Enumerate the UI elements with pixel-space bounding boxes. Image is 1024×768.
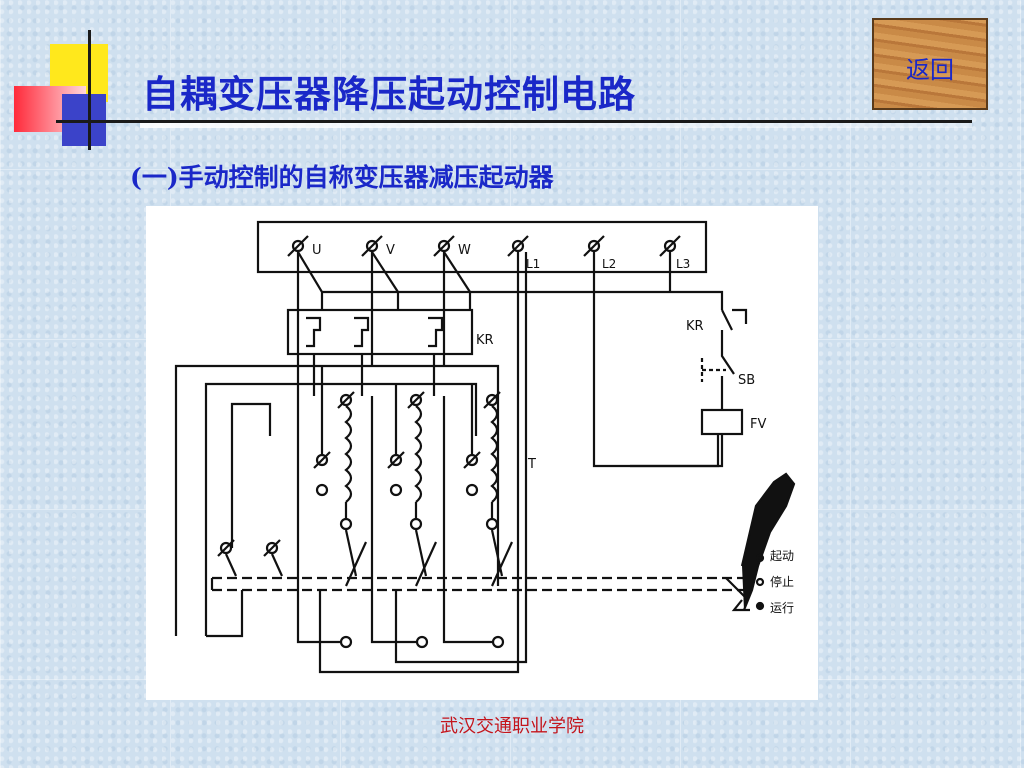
- terminal-w: W: [433, 235, 471, 258]
- svg-text:起动: 起动: [770, 549, 794, 563]
- back-button[interactable]: 返回: [872, 18, 988, 110]
- svg-text:SB: SB: [738, 373, 755, 388]
- svg-text:U: U: [312, 243, 322, 258]
- svg-text:停止: 停止: [770, 574, 794, 589]
- svg-text:KR: KR: [686, 319, 704, 334]
- slide-subtitle: (一)手动控制的自称变压器减压起动器: [130, 163, 554, 192]
- svg-text:L1: L1: [526, 257, 540, 271]
- svg-text:L3: L3: [676, 257, 690, 271]
- svg-text:T: T: [527, 457, 536, 472]
- terminal-v: V: [361, 235, 395, 258]
- terminal-l1: L1: [507, 235, 540, 271]
- autotransformer-t: T: [313, 366, 536, 531]
- pushbutton-sb: SB: [700, 346, 755, 396]
- drum-switch-contacts: [210, 529, 746, 592]
- svg-text:V: V: [386, 243, 395, 258]
- circuit-diagram: U V W L1 L2 L3 KR: [146, 206, 818, 700]
- thermal-relay-kr: KR: [286, 308, 494, 356]
- operating-handle: 起动 停止 运行: [725, 472, 796, 615]
- svg-text:FV: FV: [750, 417, 766, 432]
- svg-text:运行: 运行: [770, 601, 794, 615]
- terminal-l3: L3: [659, 235, 690, 271]
- terminal-l2: L2: [583, 235, 616, 271]
- terminal-u: U: [287, 235, 322, 258]
- footer-institution: 武汉交通职业学院: [440, 716, 584, 737]
- page-title: 自耦变压器降压起动控制电路: [142, 72, 636, 116]
- deco-line-highlight: [140, 123, 972, 128]
- svg-text:L2: L2: [602, 257, 616, 271]
- svg-text:KR: KR: [476, 333, 494, 348]
- relay-contact-kr: KR: [686, 290, 748, 346]
- deco-vertical-line: [88, 30, 91, 150]
- motor-leads: [206, 366, 528, 674]
- undervoltage-coil-fv: FV: [630, 396, 766, 468]
- svg-text:W: W: [458, 243, 471, 258]
- terminal-block: [256, 220, 708, 274]
- deco-horizontal-line: [56, 120, 972, 123]
- back-button-label: 返回: [906, 56, 954, 84]
